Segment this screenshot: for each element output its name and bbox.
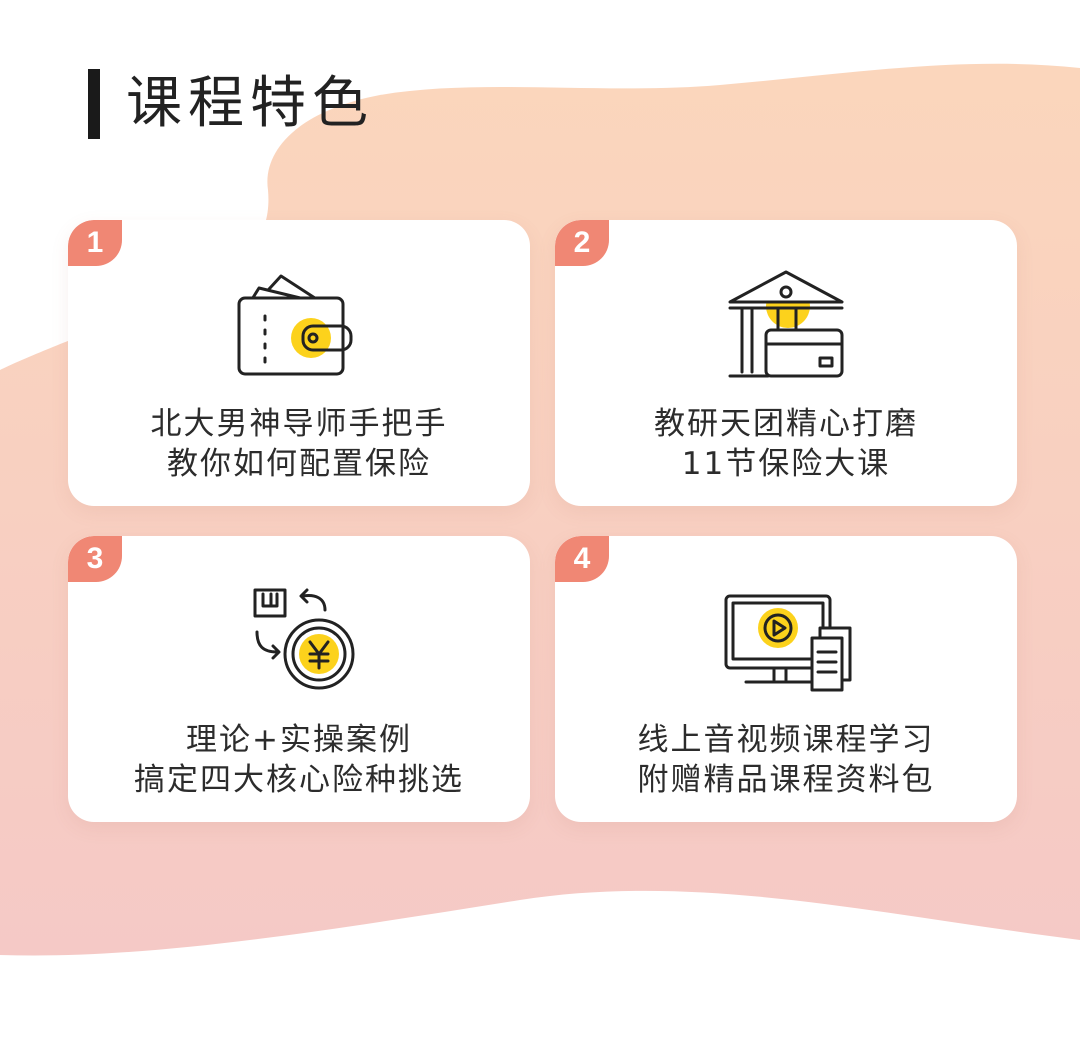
feature-description: 北大男神导师手把手 教你如何配置保险 bbox=[150, 406, 448, 482]
feature-card-1: 1 北大男神导师手把手 教你如何配置保险 bbox=[68, 220, 530, 506]
feature-number-badge: 2 bbox=[555, 220, 609, 266]
bank-card-icon bbox=[728, 270, 844, 378]
feature-number-badge: 4 bbox=[555, 536, 609, 582]
feature-description: 理论+实操案例 搞定四大核心险种挑选 bbox=[134, 722, 464, 798]
feature-description: 教研天团精心打磨 11节保险大课 bbox=[654, 406, 918, 482]
wallet-icon bbox=[237, 274, 353, 376]
feature-card-4: 4 线上音视频课程学习 附赠精品课程资料包 bbox=[555, 536, 1017, 822]
feature-description: 线上音视频课程学习 附赠精品课程资料包 bbox=[637, 722, 935, 798]
yuan-exchange-icon bbox=[253, 588, 355, 690]
page-title: 课程特色 bbox=[126, 71, 374, 136]
section-heading: 课程特色 bbox=[88, 68, 374, 140]
video-course-icon bbox=[724, 594, 852, 692]
feature-number-badge: 3 bbox=[68, 536, 122, 582]
feature-card-3: 3 理论+实操案例 搞定四大核心险种挑选 bbox=[68, 536, 530, 822]
heading-accent-bar bbox=[88, 69, 100, 139]
feature-card-2: 2 教研天团精心打磨 11节保险大课 bbox=[555, 220, 1017, 506]
feature-number-badge: 1 bbox=[68, 220, 122, 266]
